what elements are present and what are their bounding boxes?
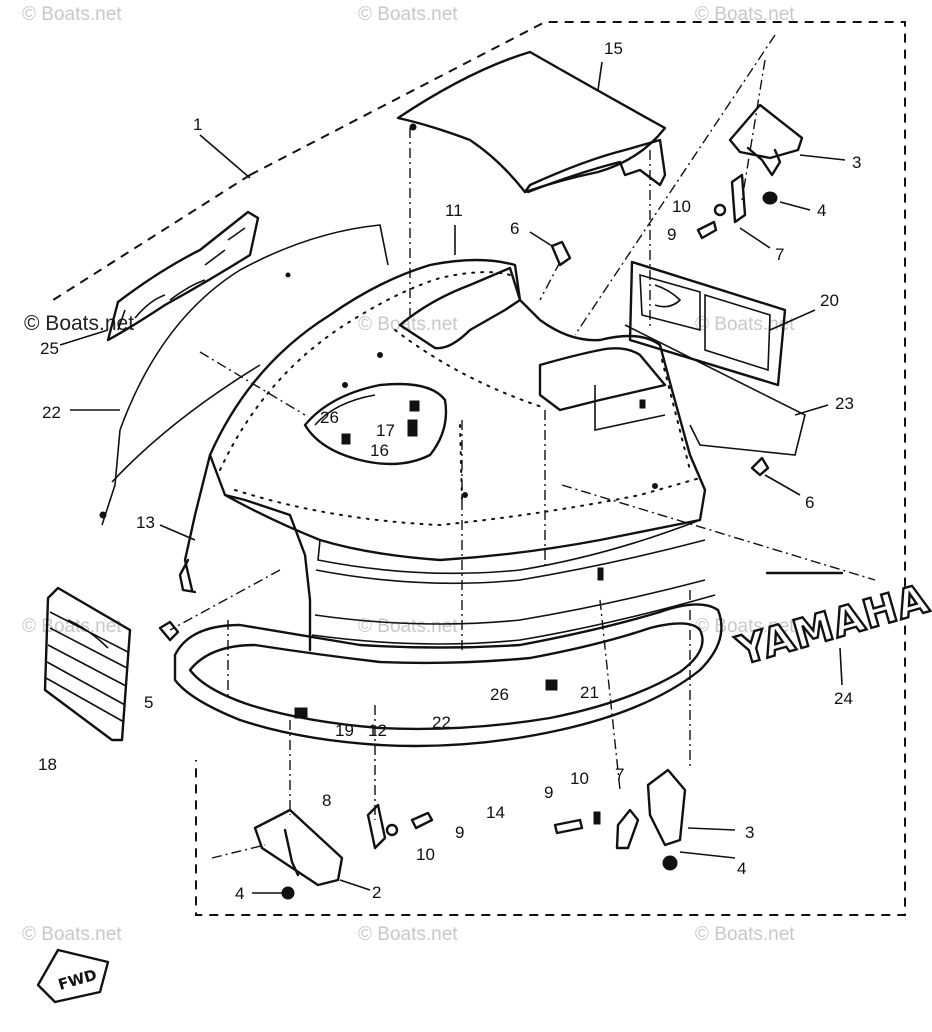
watermark-text: © Boats.net: [358, 4, 458, 25]
callout-10: 10: [416, 845, 435, 864]
part-24-brand-decal: YAMAHA: [730, 571, 932, 676]
callout-1: 1: [193, 115, 202, 134]
fwd-label: FWD: [56, 966, 99, 994]
callout-9: 9: [455, 823, 464, 842]
callout-8: 8: [322, 791, 331, 810]
watermark-text: © Boats.net: [358, 314, 458, 335]
callout-4: 4: [737, 859, 746, 878]
assembly-boundary: [49, 21, 906, 916]
callout-25: 25: [40, 339, 59, 358]
projection-lines: [169, 34, 876, 859]
watermark-text: © Boats.net: [22, 616, 122, 637]
watermark-text: © Boats.net: [358, 616, 458, 637]
callout-3: 3: [852, 153, 861, 172]
watermark-text: © Boats.net: [695, 314, 795, 335]
callout-3: 3: [745, 823, 754, 842]
callout-leaders: [59, 61, 846, 894]
callout-19: 19: [335, 721, 354, 740]
callout-4: 4: [235, 884, 244, 903]
watermark-text: © Boats.net: [22, 4, 122, 25]
callout-26: 26: [320, 408, 339, 427]
callout-7: 7: [775, 245, 784, 264]
part-22-side-decal-left: [99, 224, 389, 526]
callout-16: 16: [370, 441, 389, 460]
callout-21: 21: [580, 683, 599, 702]
callout-11: 11: [445, 201, 463, 220]
watermark-text: © Boats.net: [358, 924, 458, 945]
watermark-text: © Boats.net: [695, 924, 795, 945]
brand-text: YAMAHA: [731, 576, 932, 675]
callout-13: 13: [136, 513, 155, 532]
callout-7: 7: [615, 765, 624, 784]
callout-12: 12: [368, 721, 387, 740]
callout-5: 5: [144, 693, 153, 712]
watermark-text-dark: © Boats.net: [24, 312, 134, 335]
callout-6: 6: [510, 219, 519, 238]
part-18-side-panel: [43, 586, 132, 742]
callout-2: 2: [372, 883, 381, 902]
callout-6: 6: [805, 493, 814, 512]
callout-9: 9: [667, 225, 676, 244]
callout-4: 4: [817, 201, 826, 220]
callout-20: 20: [820, 291, 839, 310]
part-15-top-cover: [396, 50, 667, 194]
callout-15: 15: [604, 39, 623, 58]
callout-9: 9: [544, 783, 553, 802]
watermark-text: © Boats.net: [22, 924, 122, 945]
callout-14: 14: [486, 803, 505, 822]
callout-22: 22: [42, 403, 61, 422]
part-23-decal: [624, 324, 806, 456]
part-14-bottom-seal: [173, 603, 723, 748]
part-20-plate: [628, 260, 787, 387]
callout-10: 10: [672, 197, 691, 216]
watermark-text: © Boats.net: [695, 4, 795, 25]
callout-10: 10: [570, 769, 589, 788]
callout-22: 22: [432, 713, 451, 732]
callout-24: 24: [834, 689, 853, 708]
watermarks: © Boats.net © Boats.net © Boats.net © Bo…: [22, 4, 795, 945]
callout-numbers: 1 2 3 3 4 4 4 5 6 6 7 7 8 9 9 9 10 10 10…: [38, 39, 861, 903]
callout-23: 23: [835, 394, 854, 413]
part-25-emblem: [106, 210, 260, 342]
callout-17: 17: [376, 421, 395, 440]
callout-26: 26: [490, 685, 509, 704]
callout-18: 18: [38, 755, 57, 774]
forward-direction-arrow: FWD: [36, 948, 110, 1004]
